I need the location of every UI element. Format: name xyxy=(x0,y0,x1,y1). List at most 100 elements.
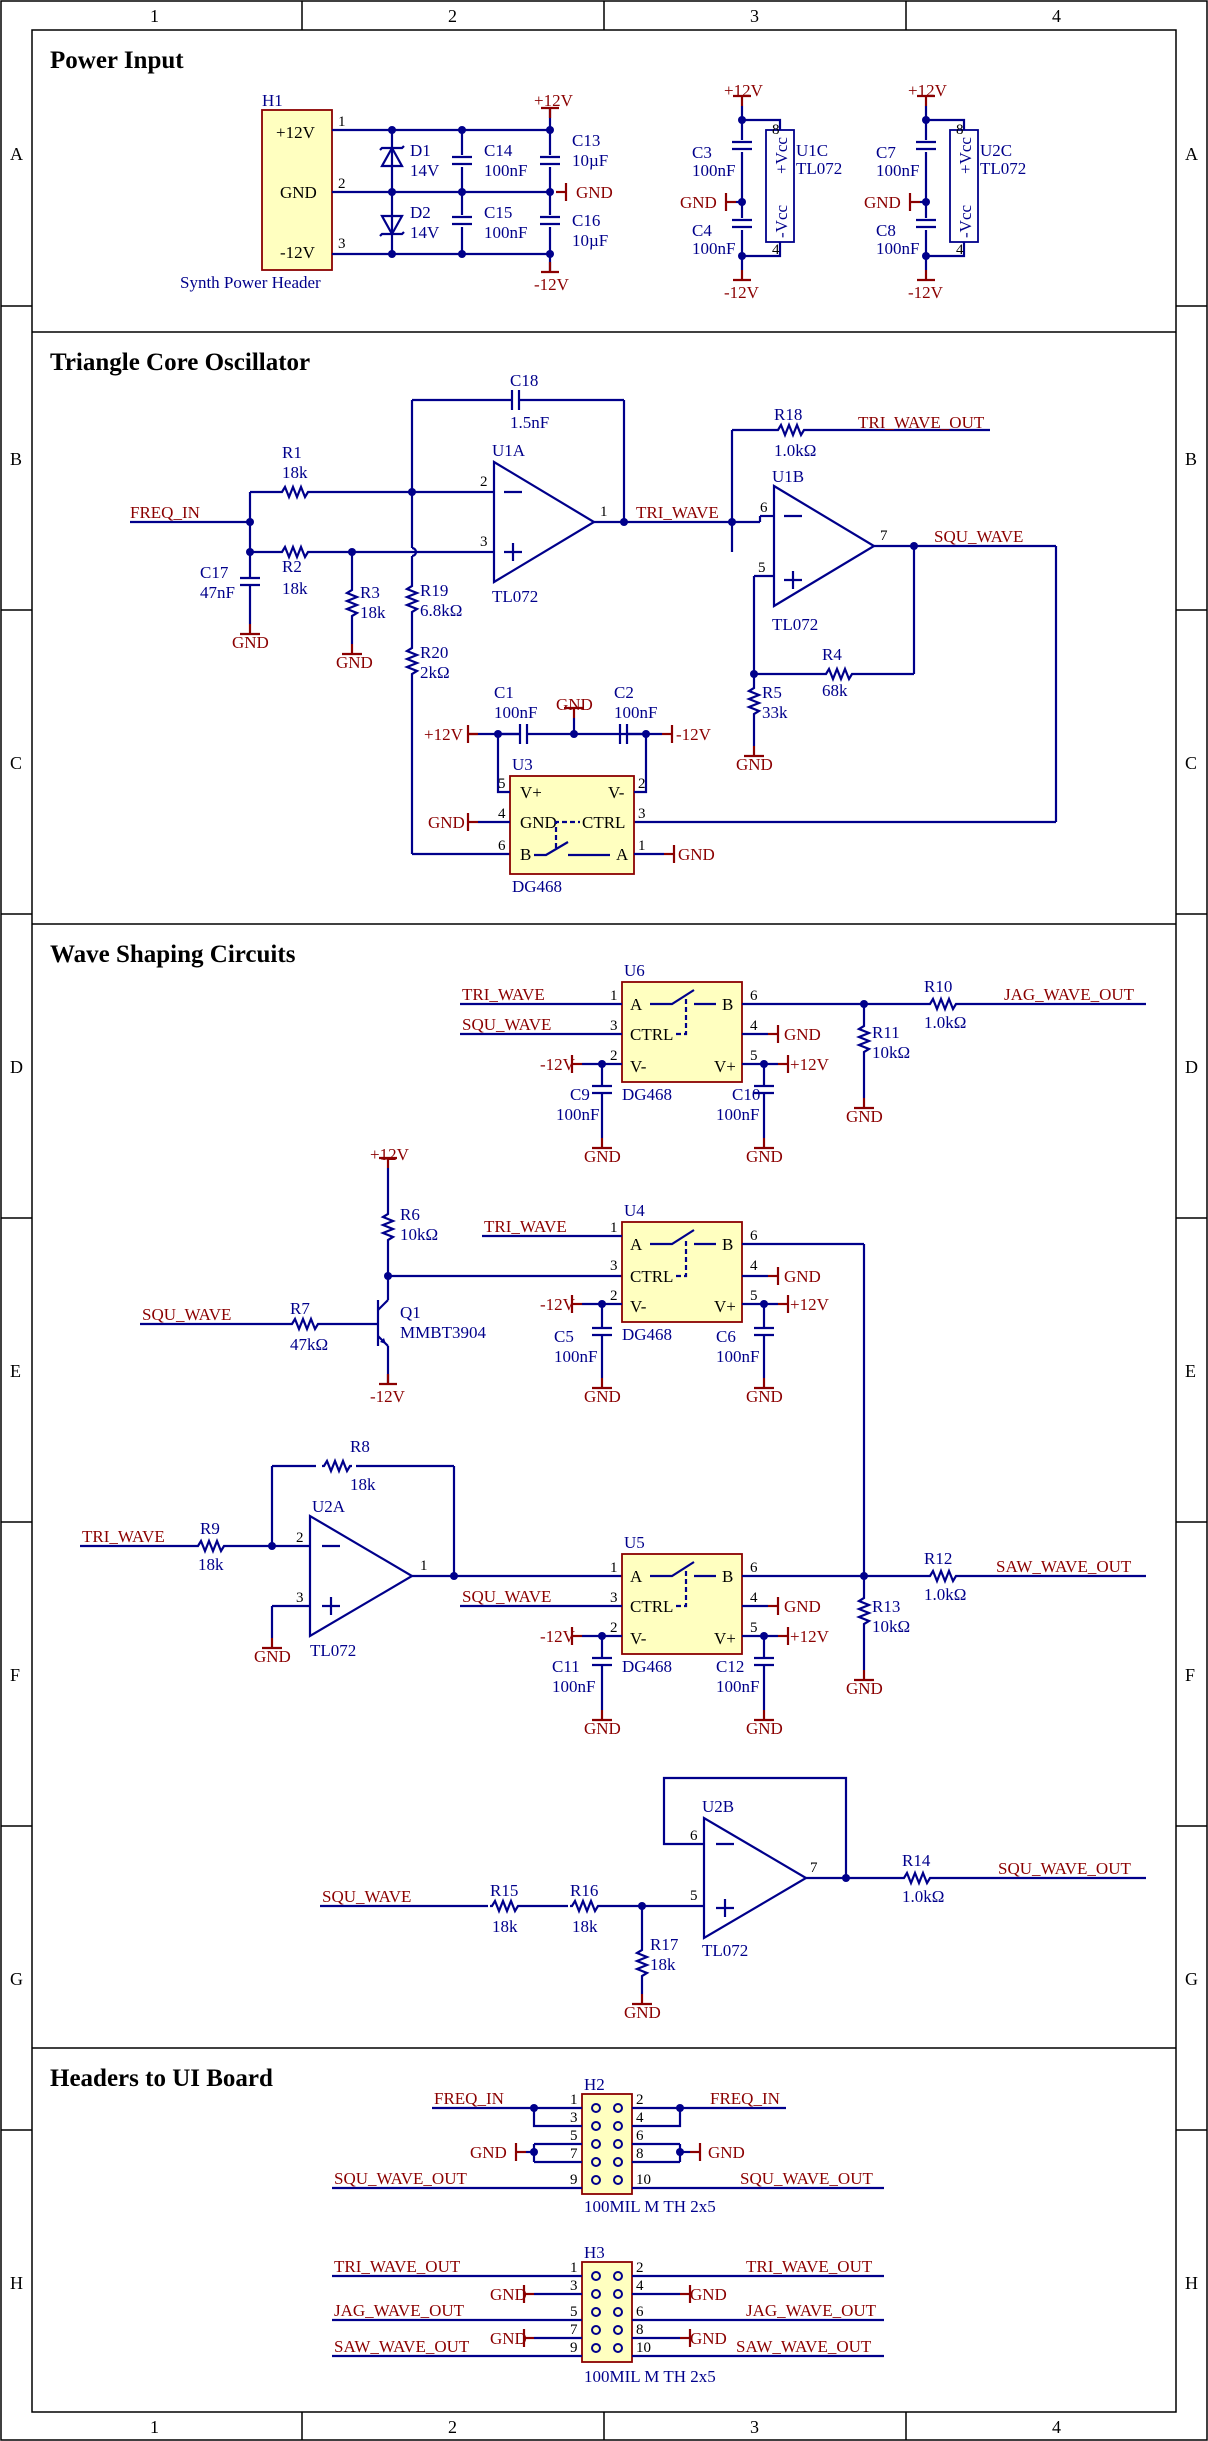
col-label: 4 xyxy=(1052,6,1061,26)
u6-ref: U6 xyxy=(624,961,645,980)
c2-ref: C2 xyxy=(614,683,634,702)
c5-value: 100nF xyxy=(554,1347,597,1366)
h3-net-saw-right: SAW_WAVE_OUT xyxy=(736,2337,872,2356)
u4-m12: -12V xyxy=(540,1295,576,1314)
c4-value: 100nF xyxy=(692,239,735,258)
h1-pin3-label: -12V xyxy=(280,243,316,262)
u1c-p12: +12V xyxy=(724,81,764,100)
h2-net-squ-right: SQU_WAVE_OUT xyxy=(740,2169,873,2188)
u6-b: B xyxy=(722,995,733,1014)
pin-number: 2 xyxy=(610,1620,618,1636)
u6-vminus: V- xyxy=(630,1057,647,1076)
u2c-vcc-minus: -Vcc xyxy=(956,205,975,238)
u2c-ref: U2C xyxy=(980,141,1012,160)
r11-ref: R11 xyxy=(872,1023,900,1042)
net-tri-wave: TRI_WAVE xyxy=(636,503,719,522)
pin-number: 1 xyxy=(638,838,646,854)
pin-number: 10 xyxy=(636,2172,651,2188)
c3-value: 100nF xyxy=(692,161,735,180)
u1c-vcc-minus: -Vcc xyxy=(772,205,791,238)
h2-gnd-right: GND xyxy=(708,2143,745,2162)
pin-number: 1 xyxy=(570,2092,578,2108)
pin-number: 5 xyxy=(498,776,506,792)
d1-ref: D1 xyxy=(410,141,431,160)
d2-ref: D2 xyxy=(410,203,431,222)
row-label: B xyxy=(10,449,22,469)
q1-ref: Q1 xyxy=(400,1303,421,1322)
u6-a: A xyxy=(630,995,643,1014)
u6-vplus: V+ xyxy=(714,1057,736,1076)
u3-a-gnd: GND xyxy=(678,845,715,864)
pin-number: 4 xyxy=(636,2278,644,2294)
pin-number: 7 xyxy=(570,2322,578,2338)
u1a-ref: U1A xyxy=(492,441,526,460)
pin-number: 2 xyxy=(636,2260,644,2276)
u1b-ref: U1B xyxy=(772,467,804,486)
r6-ref: R6 xyxy=(400,1205,420,1224)
c10-ref: C10 xyxy=(732,1085,760,1104)
net-freq-in: FREQ_IN xyxy=(130,503,200,522)
u5-net-squ: SQU_WAVE xyxy=(462,1587,551,1606)
c9-ref: C9 xyxy=(570,1085,590,1104)
pin-number: 3 xyxy=(338,236,346,252)
net-squ-wave: SQU_WAVE xyxy=(934,527,1023,546)
u6-gnd: GND xyxy=(784,1025,821,1044)
col-label: 4 xyxy=(1052,2417,1061,2437)
m12-label: -12V xyxy=(534,275,570,294)
pin-number: 9 xyxy=(570,2340,578,2356)
net-jag-wave-out: JAG_WAVE_OUT xyxy=(1004,985,1135,1004)
r7-value: 47kΩ xyxy=(290,1335,328,1354)
u2c-value: TL072 xyxy=(980,159,1026,178)
u6-value: DG468 xyxy=(622,1085,672,1104)
c9-value: 100nF xyxy=(556,1105,599,1124)
r15-ref: R15 xyxy=(490,1881,518,1900)
c6-value: 100nF xyxy=(716,1347,759,1366)
u6-m12: -12V xyxy=(540,1055,576,1074)
grid-labels: 1 2 3 4 1 2 3 4 A B C D E F G H A B C D … xyxy=(10,6,1198,2437)
r5-value: 33k xyxy=(762,703,788,722)
c13-value: 10µF xyxy=(572,151,608,170)
r3-value: 18k xyxy=(360,603,386,622)
pin-number: 3 xyxy=(296,1590,304,1606)
u3-top-gnd: GND xyxy=(556,695,593,714)
u5-ref: U5 xyxy=(624,1533,645,1552)
pin-number: 2 xyxy=(338,176,346,192)
h1-ref: H1 xyxy=(262,91,283,110)
u4-ref: U4 xyxy=(624,1201,645,1220)
p12-label: +12V xyxy=(534,91,574,110)
power-input-block: H1 +12V GND -12V Synth Power Header 1 2 … xyxy=(180,81,1026,302)
c15-ref: C15 xyxy=(484,203,512,222)
r20-ref: R20 xyxy=(420,643,448,662)
h3-connector xyxy=(581,2261,633,2363)
u1c-ref: U1C xyxy=(796,141,828,160)
u5-b: B xyxy=(722,1567,733,1586)
u3-vplus: V+ xyxy=(520,783,542,802)
pin-number: 10 xyxy=(636,2340,651,2356)
pin-number: 3 xyxy=(610,1590,618,1606)
h2-value: 100MIL M TH 2x5 xyxy=(584,2197,716,2216)
r16-ref: R16 xyxy=(570,1881,598,1900)
u2b-ref: U2B xyxy=(702,1797,734,1816)
h3-gnd-4: GND xyxy=(690,2285,727,2304)
r12-ref: R12 xyxy=(924,1549,952,1568)
c7-value: 100nF xyxy=(876,161,919,180)
c15-value: 100nF xyxy=(484,223,527,242)
row-label: A xyxy=(1185,144,1198,164)
u4-net-tri: TRI_WAVE xyxy=(484,1217,567,1236)
r6-value: 10kΩ xyxy=(400,1225,438,1244)
d1-value: 14V xyxy=(410,161,440,180)
c12-gnd: GND xyxy=(746,1719,783,1738)
pin-number: 3 xyxy=(610,1018,618,1034)
u5-vminus: V- xyxy=(630,1629,647,1648)
r14-value: 1.0kΩ xyxy=(902,1887,944,1906)
d2-value: 14V xyxy=(410,223,440,242)
row-label: F xyxy=(10,1665,20,1685)
r8-value: 18k xyxy=(350,1475,376,1494)
pin-number: 1 xyxy=(338,114,346,130)
r7-ref: R7 xyxy=(290,1299,310,1318)
h1-desc: Synth Power Header xyxy=(180,273,321,292)
u2b-value: TL072 xyxy=(702,1941,748,1960)
u1b-value: TL072 xyxy=(772,615,818,634)
h3-gnd-8: GND xyxy=(690,2329,727,2348)
u5-p12: +12V xyxy=(790,1627,830,1646)
